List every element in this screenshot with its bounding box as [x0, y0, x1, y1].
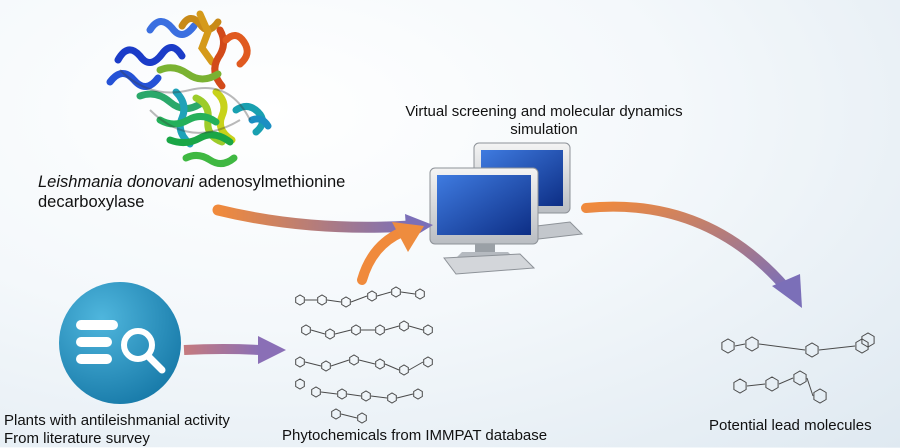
ring-shape	[311, 386, 321, 398]
bond-line	[400, 291, 416, 295]
ring-shape	[793, 370, 807, 386]
bond-line	[396, 393, 414, 399]
screening-line2: simulation	[510, 121, 578, 138]
bond-line	[818, 345, 856, 351]
bond-line	[408, 325, 424, 331]
bond-line	[326, 299, 342, 303]
ring-shape	[423, 324, 433, 336]
ring-shape	[321, 360, 331, 372]
ring-shape	[413, 388, 423, 400]
ring-shape	[387, 392, 397, 404]
ring-shape	[295, 294, 305, 306]
protein-structure-icon	[106, 10, 272, 167]
ring-shape	[337, 388, 347, 400]
bond-line	[358, 359, 376, 365]
ring-shape	[721, 338, 735, 354]
bond-line	[734, 343, 746, 347]
plants-label: Plants with antileishmanial activity Fro…	[4, 412, 230, 448]
chemical-structures-icon	[295, 286, 433, 424]
bond-line	[346, 393, 362, 397]
protein-label: Leishmania donovani adenosylmethionine d…	[38, 172, 345, 212]
plants-line2: From literature survey	[4, 430, 150, 447]
database-search-icon	[59, 282, 181, 404]
arrow-plants-to-phytochemicals	[183, 336, 286, 364]
ring-shape	[325, 328, 335, 340]
ring-shape	[855, 338, 869, 354]
bond-line	[384, 363, 400, 371]
leads-label: Potential lead molecules	[709, 417, 872, 434]
bond-line	[310, 329, 326, 335]
bond-line	[746, 383, 766, 387]
bond-line	[304, 361, 322, 367]
bond-line	[350, 295, 368, 303]
ring-shape	[861, 332, 875, 348]
bond-line	[408, 361, 424, 371]
ring-shape	[351, 324, 361, 336]
arrow-phytochemicals-to-screening	[357, 222, 424, 285]
bond-line	[334, 329, 352, 335]
bond-line	[320, 391, 338, 395]
ring-shape	[391, 286, 401, 298]
ring-shape	[331, 408, 341, 420]
bond-line	[778, 377, 794, 385]
ring-shape	[361, 390, 371, 402]
ring-shape	[375, 324, 385, 336]
ring-shape	[415, 288, 425, 300]
ring-shape	[349, 354, 359, 366]
ring-shape	[375, 358, 385, 370]
screening-label: Virtual screening and molecular dynamics…	[388, 103, 700, 139]
ring-shape	[357, 412, 367, 424]
protein-enzyme: adenosylmethionine	[198, 173, 346, 191]
bond-line	[384, 325, 400, 331]
ring-shape	[301, 324, 311, 336]
phytochemicals-label: Phytochemicals from IMMPAT database	[282, 427, 548, 444]
bond-line	[330, 359, 350, 367]
ring-shape	[733, 378, 747, 394]
ring-shape	[765, 376, 779, 392]
arrow-screening-to-leads	[581, 201, 802, 308]
ring-shape	[399, 364, 409, 376]
screening-line1: Virtual screening and molecular dynamics	[405, 103, 683, 120]
computer-workstation-icon	[429, 142, 584, 275]
ring-shape	[813, 388, 827, 404]
ring-shape	[399, 320, 409, 332]
protein-species: Leishmania donovani	[38, 173, 194, 191]
bond-line	[340, 413, 358, 419]
ring-shape	[423, 356, 433, 368]
plants-line1: Plants with antileishmanial activity	[4, 412, 230, 429]
ring-shape	[805, 342, 819, 358]
bond-line	[806, 377, 814, 397]
lead-molecules-icon	[721, 332, 875, 404]
bond-line	[370, 395, 388, 399]
ring-shape	[295, 378, 305, 390]
ring-shape	[295, 356, 305, 368]
ring-shape	[745, 336, 759, 352]
ring-shape	[317, 294, 327, 306]
ring-shape	[341, 296, 351, 308]
ring-shape	[367, 290, 377, 302]
protein-enzyme-line2: decarboxylase	[38, 193, 145, 211]
bond-line	[758, 343, 806, 351]
bond-line	[376, 291, 392, 297]
